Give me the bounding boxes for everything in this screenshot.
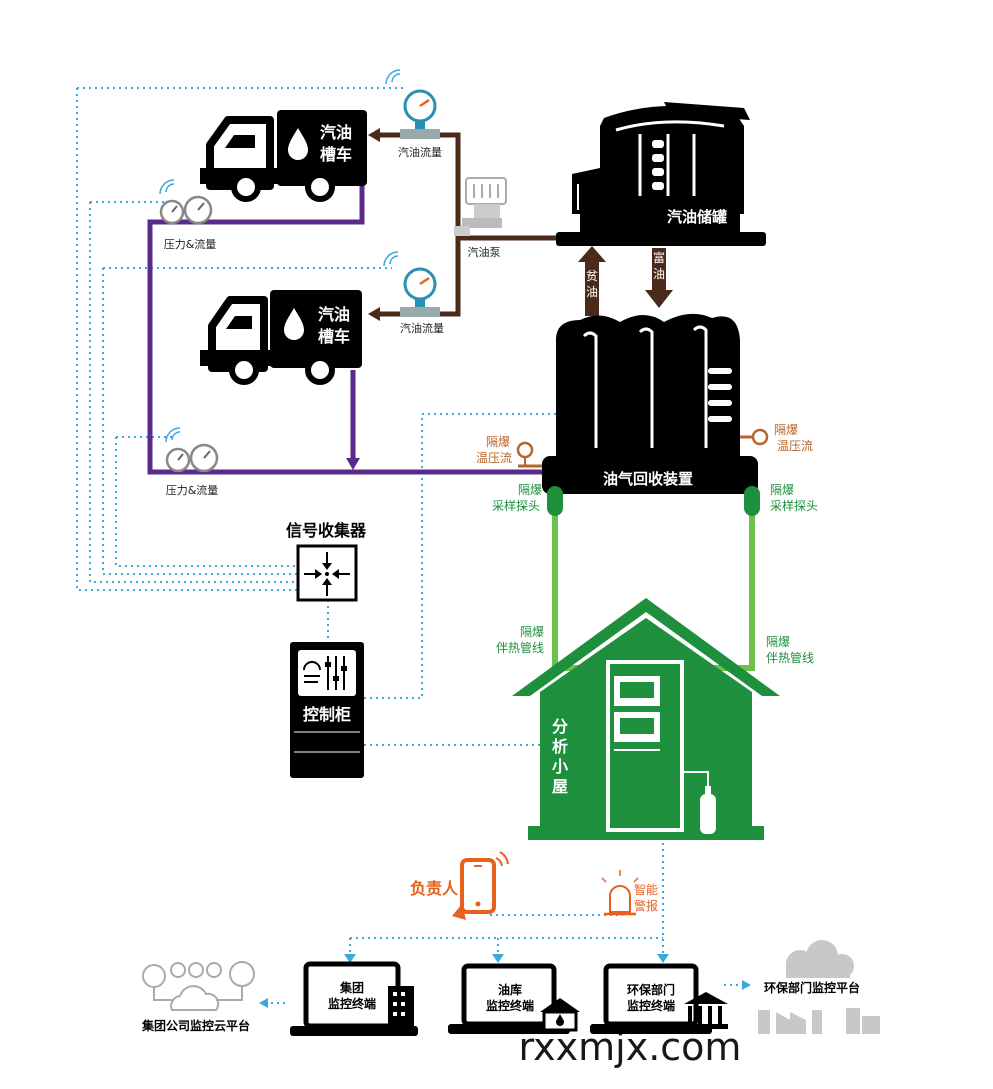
- pressure-gauge-icon: [159, 179, 213, 225]
- tanker-truck-icon: [200, 110, 367, 202]
- truck-top-label-1: 汽油: [320, 123, 352, 142]
- flow-top-label: 汽油流量: [398, 145, 442, 159]
- vapor-arrow-down: [346, 458, 360, 470]
- storage-tank-icon: [556, 102, 766, 246]
- vapor-line: [147, 185, 545, 475]
- responsible-label: 负责人: [410, 879, 459, 898]
- cabinet-label: 控制柜: [303, 705, 351, 724]
- laptop-icon: [448, 963, 580, 1034]
- rich-oil-arrow: [645, 248, 673, 308]
- temp-right-label-1: 隔爆: [774, 423, 798, 437]
- pump-icon: [454, 177, 507, 236]
- alarm-light-icon: [601, 870, 639, 916]
- recovery-unit-label: 油气回收装置: [603, 470, 693, 488]
- pressure-bottom-label: 压力&流量: [166, 483, 219, 497]
- arrow-head-top: [368, 128, 380, 142]
- probe-left-icon: [547, 486, 563, 516]
- truck-bottom-label-1: 汽油: [318, 305, 350, 324]
- laptop-icon: [590, 963, 728, 1034]
- cloud-icon: [758, 940, 880, 1034]
- pressure-top-label: 压力&流量: [164, 237, 217, 251]
- pump-label: 汽油泵: [468, 245, 501, 259]
- tanker-truck-icon: [200, 290, 362, 385]
- probe-left-label-1: 隔爆: [518, 483, 542, 497]
- truck-top-label-2: 槽车: [320, 145, 352, 164]
- lean-oil-label-1: 贫: [586, 268, 598, 283]
- terminal-env-label-1: 环保部门: [627, 982, 675, 997]
- pipe-right-label-1: 隔爆: [766, 635, 790, 649]
- terminal-depot-label-2: 监控终端: [486, 998, 534, 1013]
- watermark-text: rxxmjx.com: [519, 1025, 742, 1069]
- alarm-label-1: 智能: [634, 882, 658, 897]
- flow-bottom-label: 汽油流量: [400, 321, 444, 335]
- flow-gauge-icon: [385, 69, 440, 139]
- truck-bottom-label-2: 槽车: [318, 327, 350, 346]
- pipe-left-label-1: 隔爆: [520, 625, 544, 639]
- analysis-hut-icon: [512, 598, 780, 840]
- temp-sensor-icon: [516, 441, 542, 468]
- terminal-group-label-1: 集团: [339, 980, 364, 995]
- arrow-head-bottom: [368, 307, 380, 321]
- terminal-env-label-2: 监控终端: [627, 998, 675, 1013]
- recovery-unit-icon: [542, 313, 758, 494]
- signal-arrowheads: [259, 954, 751, 1008]
- probe-right-label-2: 采样探头: [770, 498, 818, 513]
- hut-label-3: 小: [552, 757, 568, 776]
- rich-oil-label-2: 油: [653, 267, 665, 281]
- probe-right-label-1: 隔爆: [770, 483, 794, 497]
- alarm-label-2: 警报: [634, 898, 658, 913]
- signal-lines: [76, 87, 745, 1004]
- flow-gauge-icon: [383, 251, 440, 317]
- pipe-right-label-2: 伴热管线: [766, 650, 814, 665]
- control-cabinet-icon: [290, 642, 364, 778]
- hut-label-2: 析: [552, 737, 568, 756]
- lean-oil-arrow: [578, 246, 606, 316]
- laptop-icon: [290, 961, 418, 1036]
- probe-left-label-2: 采样探头: [492, 498, 540, 513]
- temp-left-label-1: 隔爆: [486, 435, 510, 449]
- tank-label: 汽油储罐: [667, 208, 727, 226]
- rich-oil-label-1: 富: [653, 250, 665, 265]
- temp-sensor-icon: [740, 428, 769, 446]
- terminal-depot-label-1: 油库: [498, 982, 522, 997]
- probe-right-icon: [744, 486, 760, 516]
- cloud-icon: [142, 961, 255, 1011]
- temp-right-label-2: 温压流: [777, 439, 813, 453]
- smartphone-icon: [452, 851, 509, 920]
- hut-label-4: 屋: [552, 777, 568, 796]
- terminal-group-label-2: 监控终端: [328, 996, 376, 1011]
- pressure-gauge-icon: [165, 427, 219, 473]
- cloud-env-label: 环保部门监控平台: [764, 980, 860, 995]
- collector-label: 信号收集器: [286, 521, 367, 540]
- pipe-left-label-2: 伴热管线: [496, 640, 544, 655]
- cloud-group-label: 集团公司监控云平台: [141, 1018, 250, 1033]
- lean-oil-label-2: 油: [586, 285, 598, 299]
- hut-label-1: 分: [552, 717, 568, 736]
- temp-left-label-2: 温压流: [476, 451, 512, 465]
- signal-collector-icon: [296, 544, 358, 602]
